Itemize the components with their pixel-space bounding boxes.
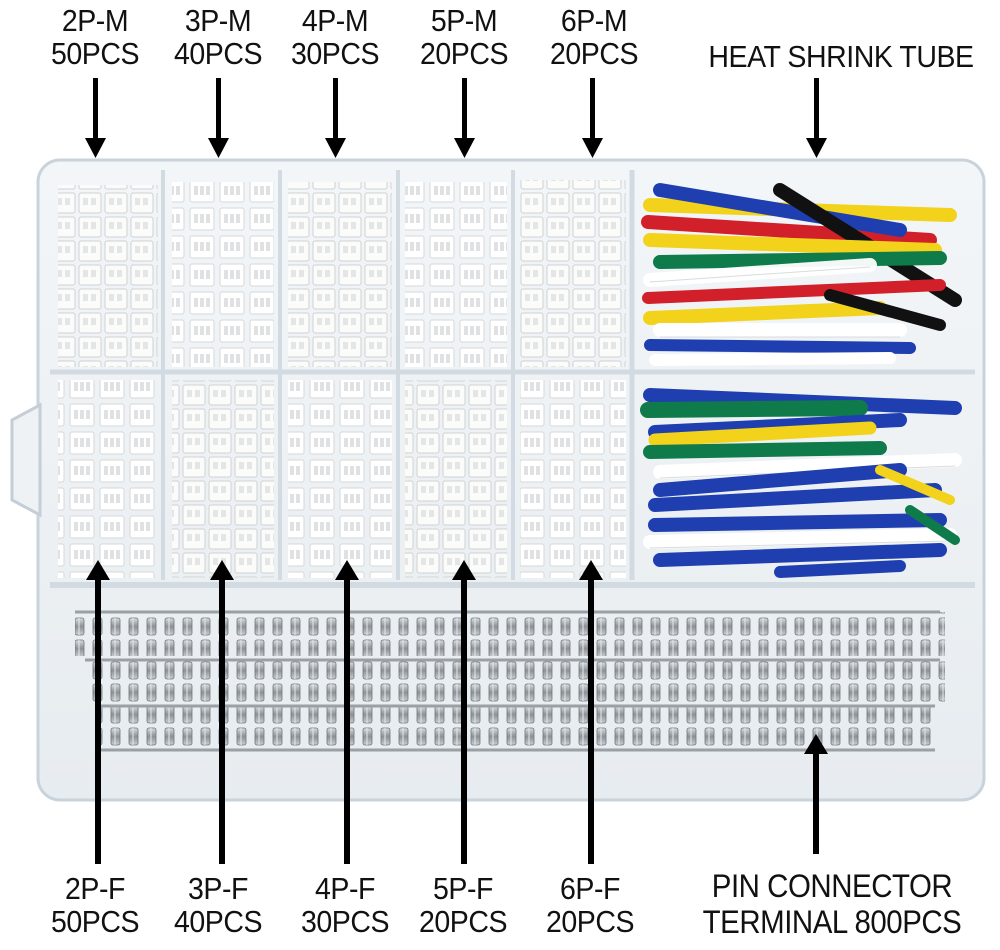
label-name: HEAT SHRINK TUBE	[708, 39, 974, 74]
label-heat-shrink-tube: HEAT SHRINK TUBE	[689, 40, 993, 73]
male-connectors	[58, 180, 626, 367]
label-5p-m: 5P-M 20PCS	[407, 4, 521, 70]
label-5p-f: 5P-F 20PCS	[409, 872, 518, 938]
arrow-heat-shrink	[806, 78, 827, 158]
arrow-6p-f	[579, 560, 603, 864]
label-name: 5P-F	[433, 871, 493, 906]
label-qty: 20PCS	[549, 36, 639, 71]
label-4p-m: 4P-M 30PCS	[282, 4, 389, 70]
arrow-3p-m	[208, 78, 229, 158]
label-name: 4P-F	[315, 871, 375, 906]
label-name: 6P-F	[560, 871, 620, 906]
label-name: 4P-M	[301, 3, 369, 38]
label-3p-f: 3P-F 40PCS	[165, 872, 272, 938]
label-3p-m: 3P-M 40PCS	[165, 4, 272, 70]
heat-shrink-tubes	[640, 183, 962, 578]
label-qty: 20PCS	[418, 904, 508, 939]
arrow-5p-f	[452, 560, 476, 864]
label-name: 2P-M	[61, 3, 129, 38]
label-qty: 40PCS	[173, 36, 263, 71]
label-name: 3P-M	[184, 3, 252, 38]
label-qty: 20PCS	[545, 904, 635, 939]
label-name: 6P-M	[560, 3, 628, 38]
label-6p-m: 6P-M 20PCS	[537, 4, 651, 70]
arrow-4p-m	[325, 78, 346, 158]
pin-terminal-strips	[75, 610, 945, 752]
label-qty: 50PCS	[50, 904, 140, 939]
female-connectors	[58, 380, 626, 578]
arrow-6p-m	[582, 78, 603, 158]
arrow-terminal	[804, 734, 828, 854]
label-2p-m: 2P-M 50PCS	[44, 4, 145, 70]
arrow-4p-f	[335, 560, 359, 864]
label-2p-f: 2P-F 50PCS	[44, 872, 145, 938]
label-line2: TERMINAL 800PCS	[702, 904, 962, 940]
label-qty: 40PCS	[173, 904, 263, 939]
arrow-2p-m	[85, 78, 106, 158]
label-6p-f: 6P-F 20PCS	[533, 872, 647, 938]
label-name: 2P-F	[65, 871, 125, 906]
label-line1: PIN CONNECTOR	[711, 868, 953, 904]
label-name: 5P-M	[430, 3, 498, 38]
label-pin-connector-terminal: PIN CONNECTOR TERMINAL 800PCS	[685, 868, 979, 940]
arrow-5p-m	[454, 78, 475, 158]
label-qty: 30PCS	[290, 36, 380, 71]
label-4p-f: 4P-F 30PCS	[292, 872, 399, 938]
arrow-3p-f	[210, 560, 234, 864]
label-qty: 30PCS	[300, 904, 390, 939]
arrow-2p-f	[86, 560, 110, 864]
callout-arrows	[85, 78, 828, 864]
label-name: 3P-F	[188, 871, 248, 906]
label-qty: 20PCS	[419, 36, 509, 71]
label-qty: 50PCS	[50, 36, 140, 71]
